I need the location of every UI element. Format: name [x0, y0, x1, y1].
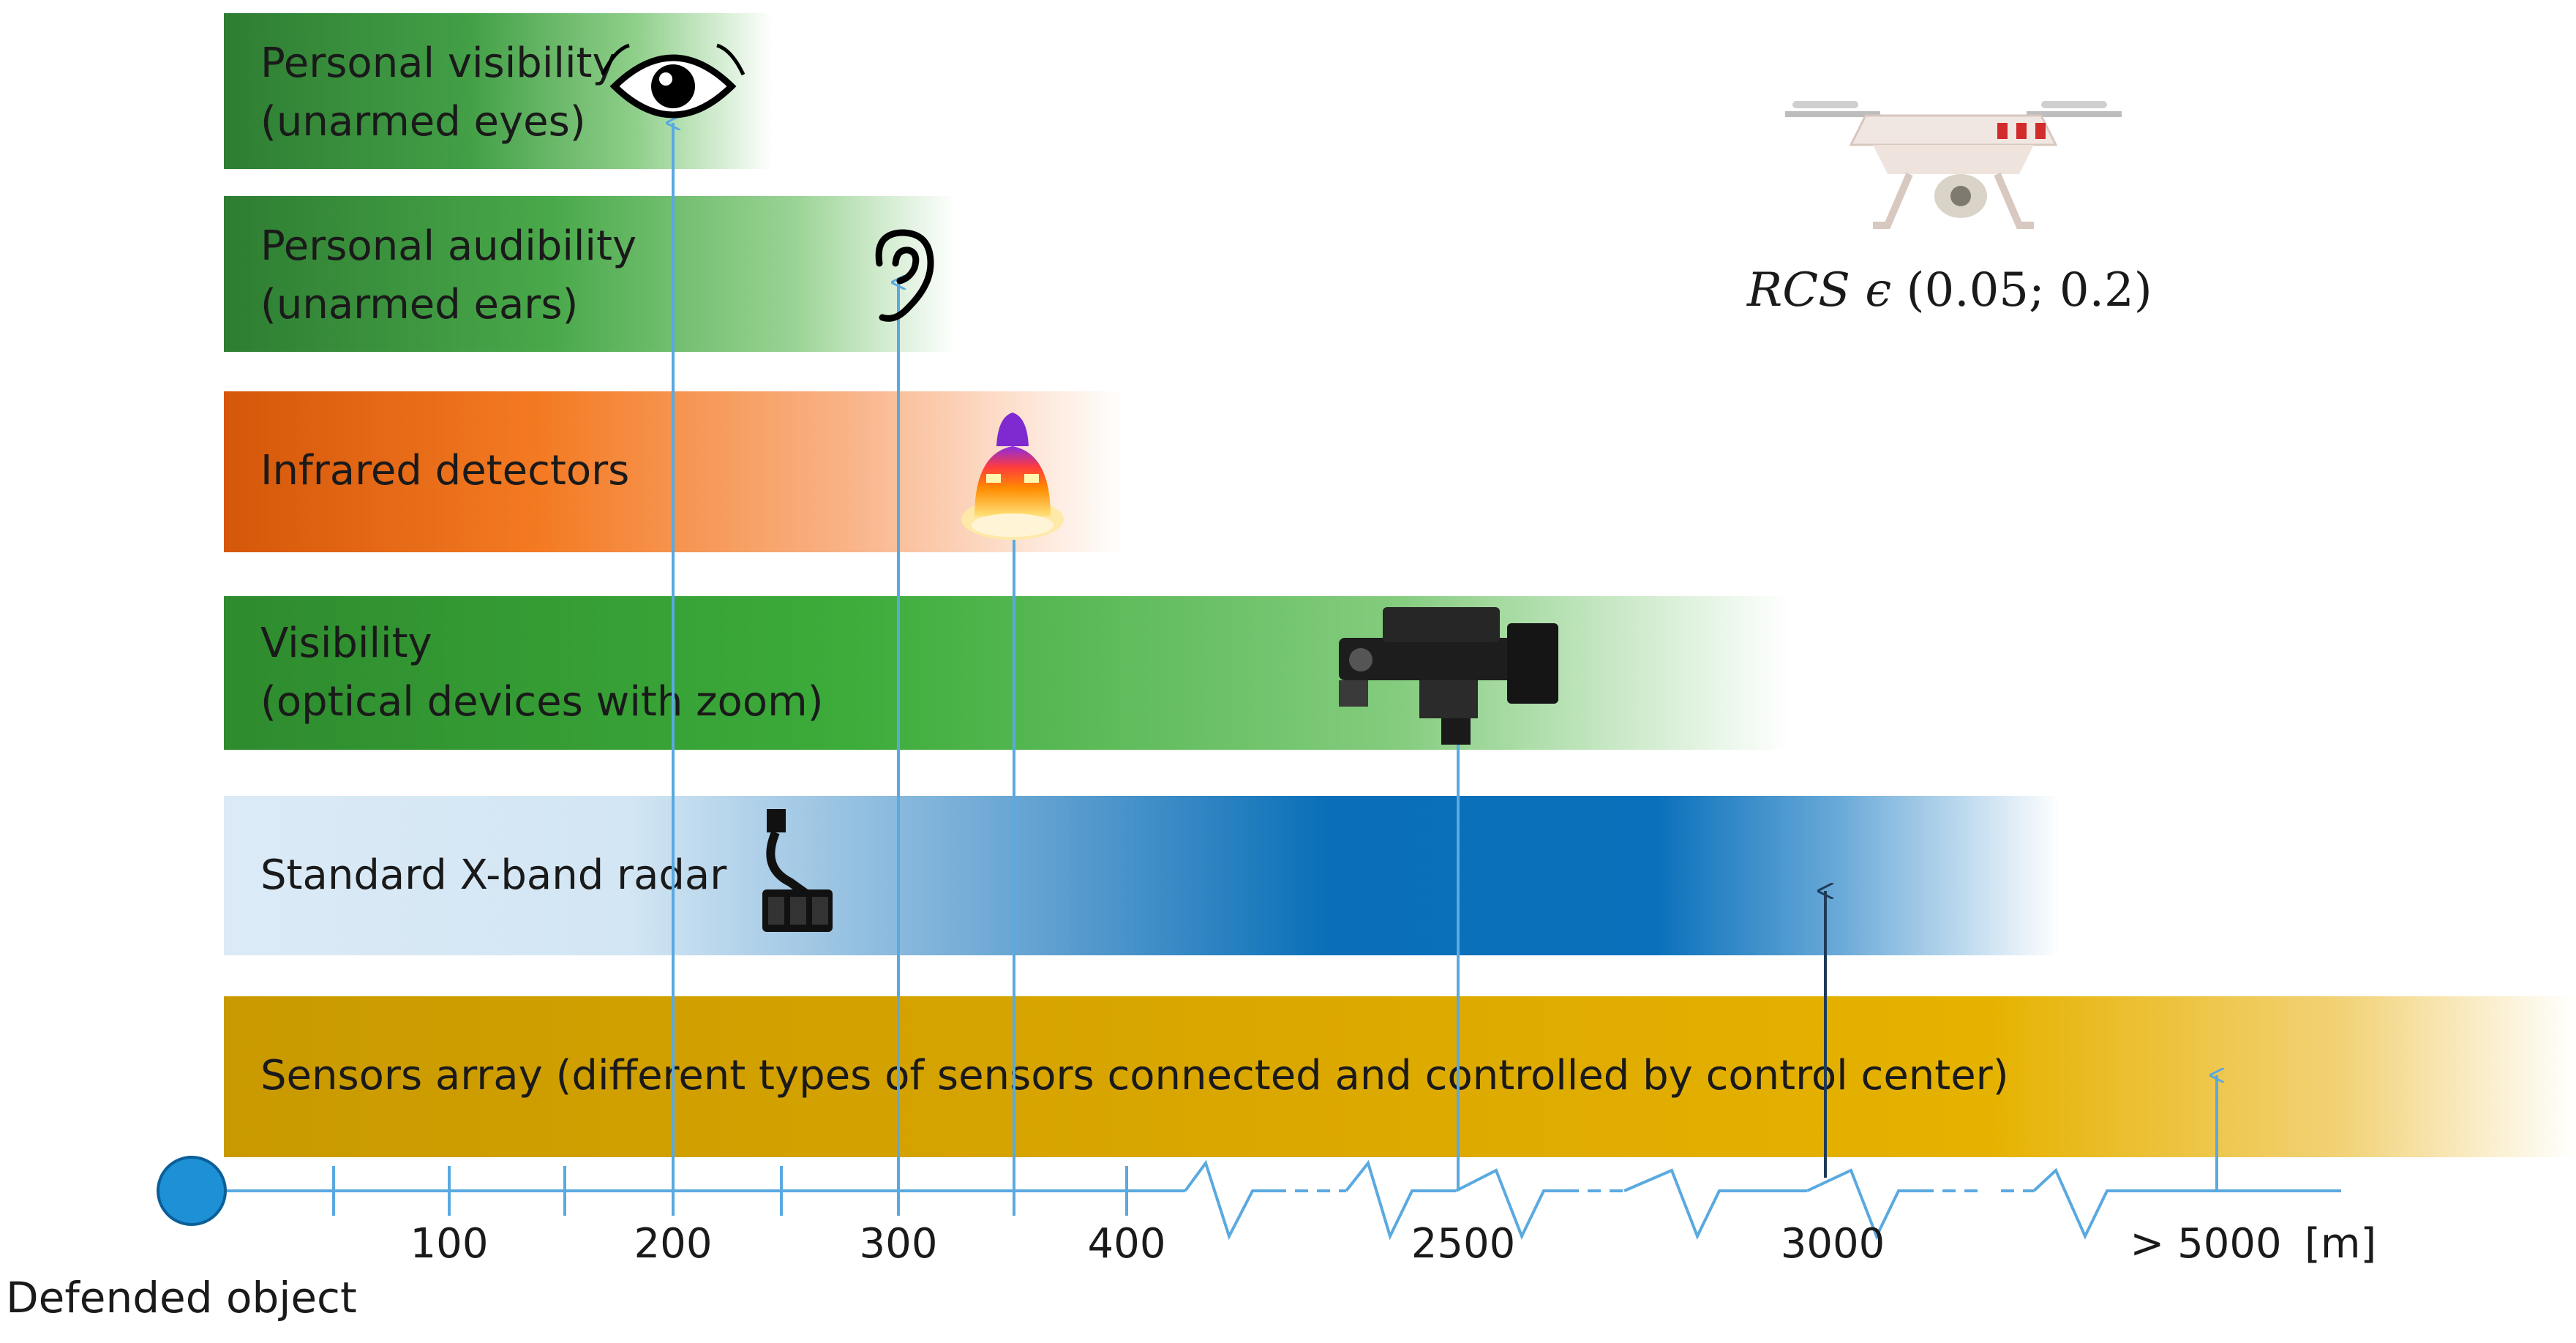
axis-segment: [1623, 1168, 1807, 1241]
band-label-line1: Infrared detectors: [260, 447, 630, 494]
axis-tick-label: 200: [634, 1220, 713, 1268]
band-xband-radar: Standard X-band radar: [224, 796, 2060, 955]
band-label-line1: Sensors array (different types of sensor…: [260, 1052, 2009, 1099]
band-label-line1: Visibility: [260, 620, 432, 667]
axis-tick-label: 2500: [1411, 1220, 1516, 1268]
drone-icon: [1785, 101, 2122, 229]
axis-segment: [1345, 1159, 1456, 1241]
rcs-relation: ϵ: [1865, 263, 1892, 317]
band-label-line2: (optical devices with zoom): [260, 678, 824, 726]
distance-axis: [227, 1159, 2341, 1241]
axis-tick-label: > 5000: [2130, 1220, 2282, 1268]
band-label-line2: (unarmed ears): [260, 281, 579, 328]
ear-icon: [875, 229, 934, 322]
axis-tick-label: 300: [859, 1220, 938, 1268]
band-label-line2: (unarmed eyes): [260, 98, 586, 146]
rcs-symbol: RCS: [1747, 263, 1850, 317]
band-label-line1: Personal audibility: [260, 222, 637, 270]
axis-tick-label: 400: [1087, 1220, 1166, 1268]
axis-tick-label: 3000: [1780, 1220, 1885, 1268]
axis-break: [1806, 1168, 1920, 1241]
axis-tick-label: 100: [410, 1220, 489, 1268]
band-label-line1: Personal visibility: [260, 40, 617, 87]
axis-segment-far: [2032, 1167, 2341, 1240]
axis-unit-label: [m]: [2305, 1220, 2377, 1268]
optical-device-icon: [1339, 607, 1558, 745]
thermal-image-icon: [961, 413, 1064, 540]
rcs-formula: RCS ϵ (0.05; 0.2): [1747, 263, 2152, 317]
band-personal-audibility: Personal audibility (unarmed ears): [224, 196, 955, 352]
axis-break: [1184, 1159, 1273, 1241]
band-sensors-array: Sensors array (different types of sensor…: [224, 996, 2576, 1157]
rcs-interval: (0.05; 0.2): [1906, 263, 2152, 317]
axis-break: [1455, 1168, 1566, 1241]
band-label-line1: Standard X-band radar: [260, 851, 727, 899]
defended-object-label: Defended object: [6, 1273, 357, 1323]
range-pointers: [673, 123, 2217, 1191]
radar-icon: [762, 809, 833, 932]
eye-icon: [601, 43, 746, 118]
defended-object-marker: [157, 1156, 227, 1226]
